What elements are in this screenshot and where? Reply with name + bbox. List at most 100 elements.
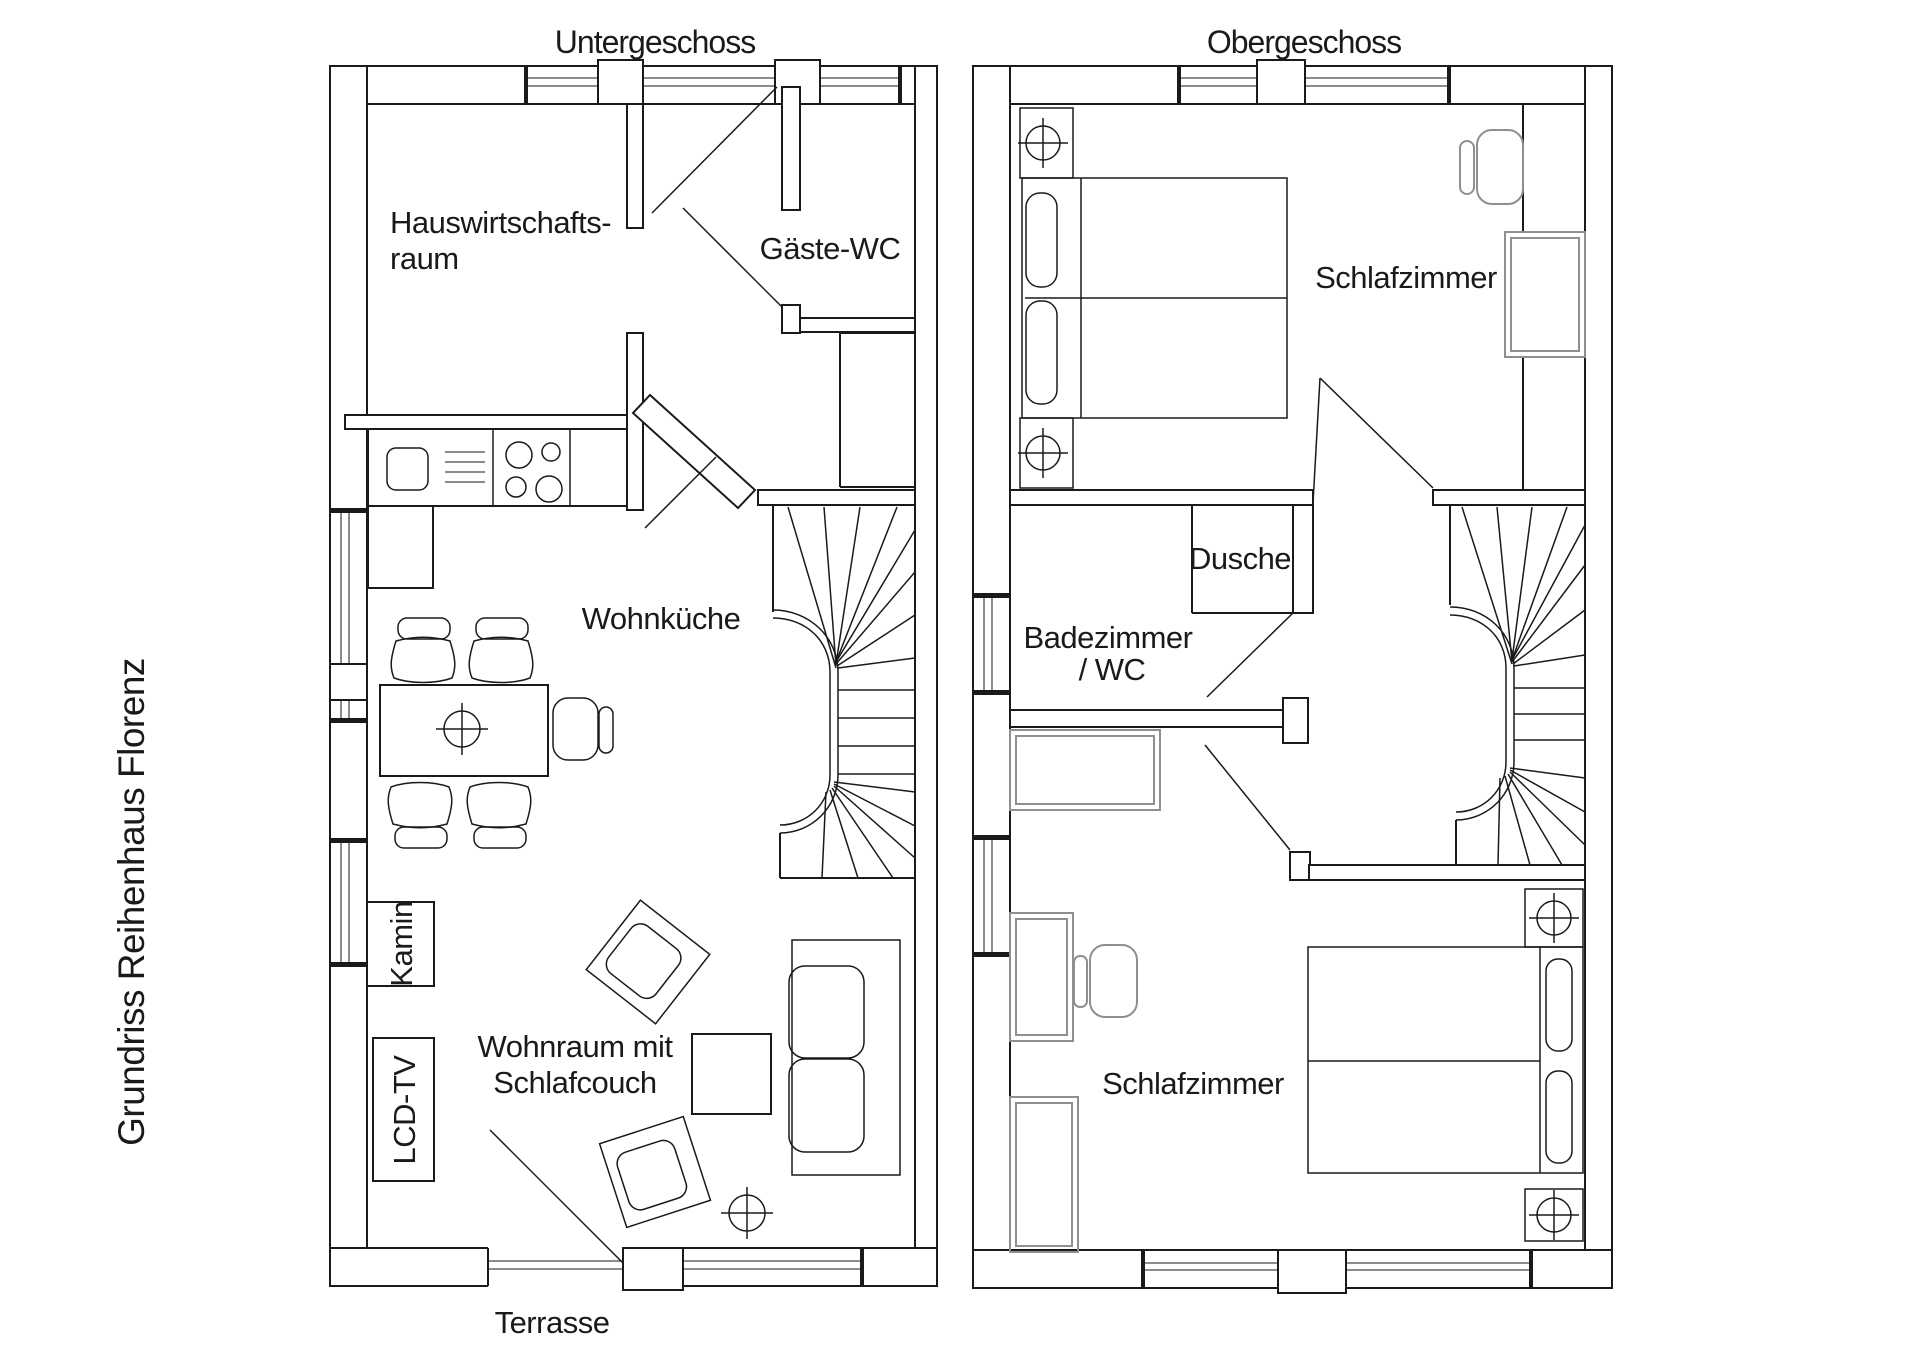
- stair-shaft: [839, 332, 915, 487]
- room-label-bath-2: / WC: [1079, 652, 1146, 687]
- kitchen-hall-wall: [626, 332, 644, 511]
- lower-outer-walls: [329, 59, 938, 1291]
- stair-winder-top: [787, 506, 916, 669]
- wardrobe: [1009, 1096, 1079, 1253]
- dining-chair: [387, 781, 453, 849]
- upper-door-leaves: [1204, 377, 1434, 851]
- lower-interior-walls: [344, 86, 916, 511]
- lamp-icon: [1529, 893, 1579, 943]
- room-label-utility-1: Hauswirtschafts-: [390, 205, 611, 240]
- dining-chair: [468, 617, 534, 684]
- desk-chair: [1073, 944, 1138, 1018]
- bath-wall-post: [1282, 697, 1309, 744]
- lamp-icon: [1018, 428, 1068, 478]
- guest-wc-wall-post: [781, 304, 801, 334]
- room-label-shower: Dusche: [1189, 541, 1291, 576]
- room-label-bath-1: Badezimmer: [1024, 620, 1193, 655]
- lower-staircase: [757, 489, 916, 879]
- stair-top-edge: [757, 489, 916, 506]
- upper-floor-title: Obergeschoss: [1207, 24, 1401, 60]
- bedroom-door-leaf: [1312, 377, 1321, 504]
- dining-set: [379, 617, 614, 849]
- stair-rail-outer: [1449, 606, 1515, 821]
- stair-winder-bottom: [821, 781, 916, 879]
- corridor-angled-wall: [631, 393, 757, 510]
- bathtub: [1009, 729, 1161, 811]
- stair-rail-outer: [772, 609, 839, 834]
- lower-top-windows: [524, 59, 902, 105]
- page-title: Grundriss Reihenhaus Florenz: [111, 658, 152, 1146]
- upper-left-windows: [973, 593, 1010, 957]
- guest-wc-bottom-wall: [799, 317, 916, 333]
- bathtub-inner: [1015, 735, 1155, 805]
- stair-treads: [838, 689, 915, 775]
- drainer-icon: [445, 451, 485, 483]
- stair-rail-inner: [772, 617, 831, 826]
- utility-room-bottom-wall: [344, 414, 644, 430]
- room-label-utility-2: raum: [390, 241, 459, 276]
- bedroom-door-leaf: [1319, 377, 1434, 489]
- room-label-bedroom-bottom: Schlafzimmer: [1102, 1066, 1284, 1101]
- door-mullion: [622, 1247, 684, 1291]
- stair-winder-top: [1461, 506, 1586, 667]
- desk-chair: [552, 697, 614, 761]
- double-bed: [1307, 946, 1584, 1174]
- room-label-bedroom-top: Schlafzimmer: [1315, 260, 1497, 295]
- stair-treads: [1514, 687, 1585, 741]
- entry-door-leaf: [651, 86, 778, 214]
- upper-floor-plan: Obergeschoss Schlafzimmer Dusche Badezim…: [972, 24, 1613, 1294]
- bedroom-top-wall: [1308, 864, 1586, 881]
- counter-outline: [367, 428, 628, 507]
- wall: [914, 65, 938, 1287]
- lower-floor-plan: Untergeschoss Hauswirtschafts- raum Gäst…: [329, 24, 938, 1340]
- stair-winder-bottom: [1497, 767, 1586, 866]
- stove-icon: [505, 441, 563, 503]
- kitchen-counter: [367, 428, 628, 589]
- window-mullion: [329, 663, 368, 701]
- desk: [1504, 231, 1586, 358]
- side-table: [691, 1033, 772, 1115]
- table-lamp-icon: [436, 703, 488, 755]
- room-label-living-2: Schlafcouch: [493, 1065, 656, 1100]
- room-label-guest-wc: Gäste-WC: [760, 231, 901, 266]
- bath-wall-post: [1289, 851, 1311, 881]
- nightstand: [1524, 888, 1584, 948]
- double-bed: [1021, 177, 1288, 419]
- dining-chair: [390, 617, 456, 684]
- fireplace-box: [366, 901, 435, 987]
- wall: [1584, 65, 1613, 1289]
- sink-icon: [386, 447, 429, 491]
- dining-chair: [466, 781, 532, 849]
- lounge-chair: [598, 1115, 712, 1229]
- sleeper-couch: [788, 939, 901, 1176]
- utility-room-wall: [626, 103, 644, 229]
- lounge-chair: [585, 899, 711, 1025]
- upper-interior-walls: [1009, 104, 1586, 881]
- upper-bedroom-bottom-furniture: [1009, 888, 1584, 1253]
- fridge-cabinet: [367, 505, 434, 589]
- label-fireplace: Kamin: [384, 901, 419, 986]
- kitchen-door-leaf: [644, 456, 717, 529]
- living-room-furniture: [366, 899, 901, 1239]
- lower-left-windows: [329, 508, 368, 967]
- bath-door-leaf: [1204, 744, 1291, 851]
- desk: [1009, 912, 1074, 1042]
- shower-enclosure: [1191, 504, 1314, 614]
- window-mullion: [1277, 1249, 1347, 1294]
- room-label-kitchen: Wohnküche: [582, 601, 741, 636]
- nightstand: [1524, 1188, 1584, 1242]
- upper-outer-walls: [972, 59, 1613, 1294]
- lower-bottom-openings: [487, 1246, 864, 1291]
- window-mullion: [1256, 59, 1306, 105]
- upper-top-windows: [1177, 59, 1451, 105]
- lower-floor-title: Untergeschoss: [555, 24, 755, 60]
- window-mullion: [597, 59, 644, 105]
- hall-wall-right: [1432, 489, 1586, 506]
- upper-bottom-windows: [1141, 1249, 1533, 1294]
- lower-door-leaves: [489, 86, 783, 1264]
- bathroom-furniture: [1009, 729, 1161, 811]
- lamp-icon: [1018, 118, 1068, 168]
- bath-bottom-wall: [1009, 709, 1284, 728]
